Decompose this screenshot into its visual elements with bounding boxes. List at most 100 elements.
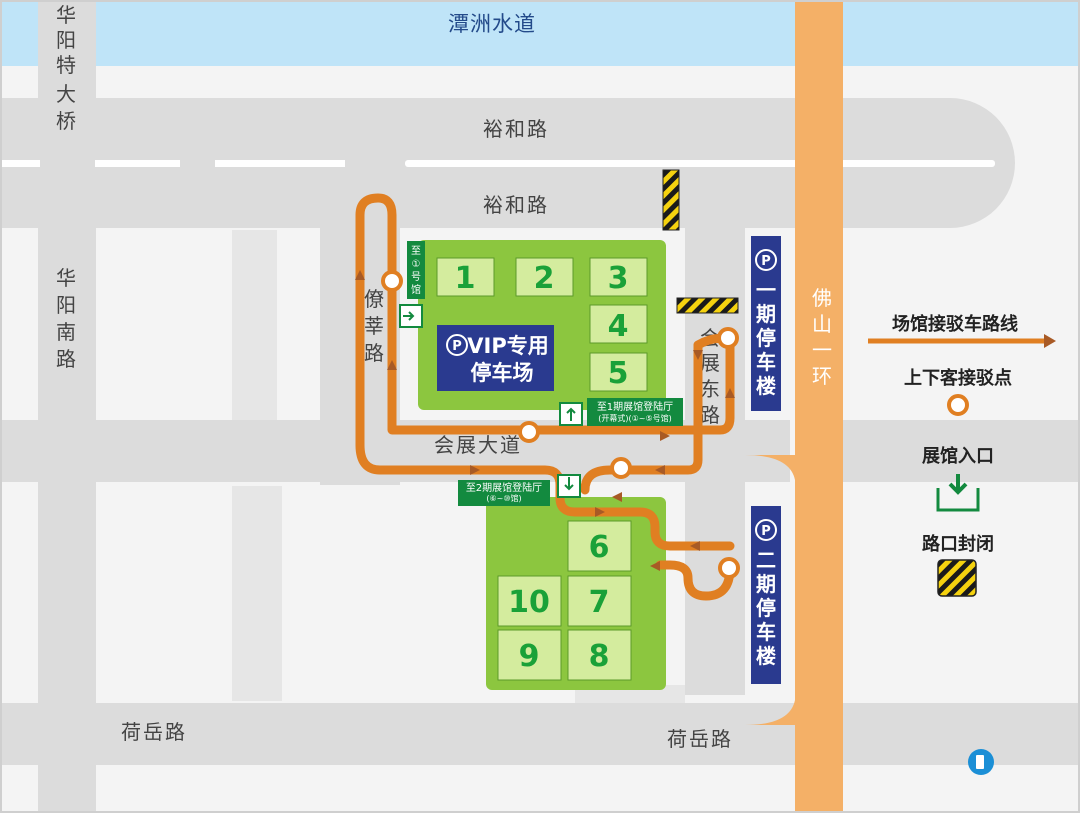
huayang-bridge-3: 大 [56,82,76,106]
heyue-road-bed [0,703,1080,765]
foshan-ring-1: 山 [812,312,832,336]
hall-9[interactable] [497,629,562,681]
entrance-icon [936,474,980,512]
parking-building-1[interactable]: P 一 期 停 车 楼 [751,236,781,411]
huayang-south-3: 路 [56,347,76,371]
huayang-bridge-4: 桥 [56,109,76,133]
ring-ramp-1 [745,455,795,480]
gas-station-icon [968,749,994,775]
hall-10-label: 10 [508,585,550,620]
pb1-char-4: 楼 [756,374,776,398]
pb2-char-3: 车 [756,620,776,644]
legend: 场馆接驳车路线 上下客接驳点 展馆入口 路口封闭 [868,313,1056,597]
pickup-points [381,270,740,579]
legend-road-closed: 路口封闭 [922,533,994,555]
huizhan-east-1: 展 [700,351,720,375]
hall-7[interactable] [567,575,632,627]
huayang-road [38,0,96,813]
parking-building-2-box[interactable] [751,506,781,684]
hall-4-label: 4 [608,309,629,344]
hall-10[interactable] [497,575,562,627]
svg-text:号: 号 [411,271,421,283]
huayang-south-1: 阳 [56,293,76,317]
pickup-point-huizhan [518,421,540,443]
pb2-char-4: 楼 [756,644,776,668]
legend-pickup-point: 上下客接驳点 [904,367,1012,389]
sign-to-hall1: 至 ① 号 馆 [399,241,425,328]
huizhan-east-3: 路 [700,403,720,427]
svg-text:馆: 馆 [411,283,421,296]
heyue-right: 荷岳路 [667,727,733,751]
route-arrows [355,270,735,571]
pb2-char-2: 停 [756,596,776,620]
parking-icon [446,334,468,356]
sign-phase2-lobby: 至2期展馆登陆厅 (⑥~⑩馆) [458,474,581,506]
pb1-char-1: 期 [756,302,776,326]
pb1-char-2: 停 [756,326,776,350]
pb2-char-1: 期 [756,572,776,596]
parking-building-1-box[interactable] [751,236,781,411]
hall-1[interactable] [436,257,495,297]
water-channel [0,0,1080,66]
road-labels: 华 阳 特 大 桥 华 阳 南 路 裕和路 裕和路 僚 莘 路 会展大道 会 展… [56,3,832,751]
huayang-bridge-1: 阳 [56,28,76,52]
huayang-south-0: 华 [56,266,76,290]
hall-5[interactable] [589,352,648,392]
right-road-stub [840,420,1080,482]
vip-parking-line2: 停车场 [471,361,534,385]
yuhe-road-lower: 裕和路 [483,193,549,217]
road-closed-icon [937,559,977,597]
parking-building-2[interactable]: P 二 期 停 车 楼 [751,506,781,684]
pb1-char-3: 车 [756,350,776,374]
parking-icon [755,519,777,541]
halls: 1 2 3 4 5 6 7 8 9 10 [436,257,648,681]
huayang-bridge-2: 特 [56,53,76,77]
foshan-ring-0: 佛 [812,286,832,310]
pickup-point-east [717,327,739,349]
parking-icon [755,249,777,271]
liaoxin-0: 僚 [364,287,384,311]
svg-text:(⑥~⑩馆): (⑥~⑩馆) [486,493,521,503]
foshan-ring-road [795,0,843,813]
hall-8[interactable] [567,629,632,681]
legend-entrance: 展馆入口 [922,445,994,467]
hall-1-label: 1 [455,261,476,296]
water-label: 潭洲水道 [448,12,536,36]
pickup-point-parking2 [718,557,740,579]
pb1-symbol: P [761,254,771,269]
sign-phase1-lobby: 至1期展馆登陆厅 (开幕式)(①~⑤号馆) [559,398,683,426]
hall-6-label: 6 [589,530,610,565]
huayang-bridge-0: 华 [56,3,76,27]
hall-3-label: 3 [608,261,629,296]
hall-7-label: 7 [589,585,610,620]
svg-text:至: 至 [411,245,421,257]
pickup-point-phase2 [610,457,632,479]
road-closed-icon [676,297,739,314]
vip-parking[interactable]: P VIP专用 停车场 [437,325,554,391]
foshan-ring-2: 一 [812,338,832,362]
pb2-symbol: P [761,524,771,539]
pickup-point-icon [947,394,969,416]
hall-2-label: 2 [534,261,555,296]
hall-4[interactable] [589,304,648,344]
liaoxin-2: 路 [364,341,384,365]
svg-text:①: ① [412,259,421,270]
hall-3[interactable] [589,257,648,297]
hall-2[interactable] [515,257,574,297]
route-east-loop [580,333,735,495]
huayang-south-2: 南 [56,320,76,344]
route-small-loop [655,560,735,601]
vip-parking-symbol: P [452,339,462,354]
route-north-loop [355,193,735,450]
hall-8-label: 8 [589,639,610,674]
pb1-char-0: 一 [756,278,776,302]
legend-shuttle-route: 场馆接驳车路线 [892,313,1018,335]
heyue-left: 荷岳路 [121,720,187,744]
hall-6[interactable] [567,520,632,572]
lane-dividers [0,160,995,167]
ring-ramp-2 [745,700,795,725]
pb2-char-0: 二 [756,548,776,572]
